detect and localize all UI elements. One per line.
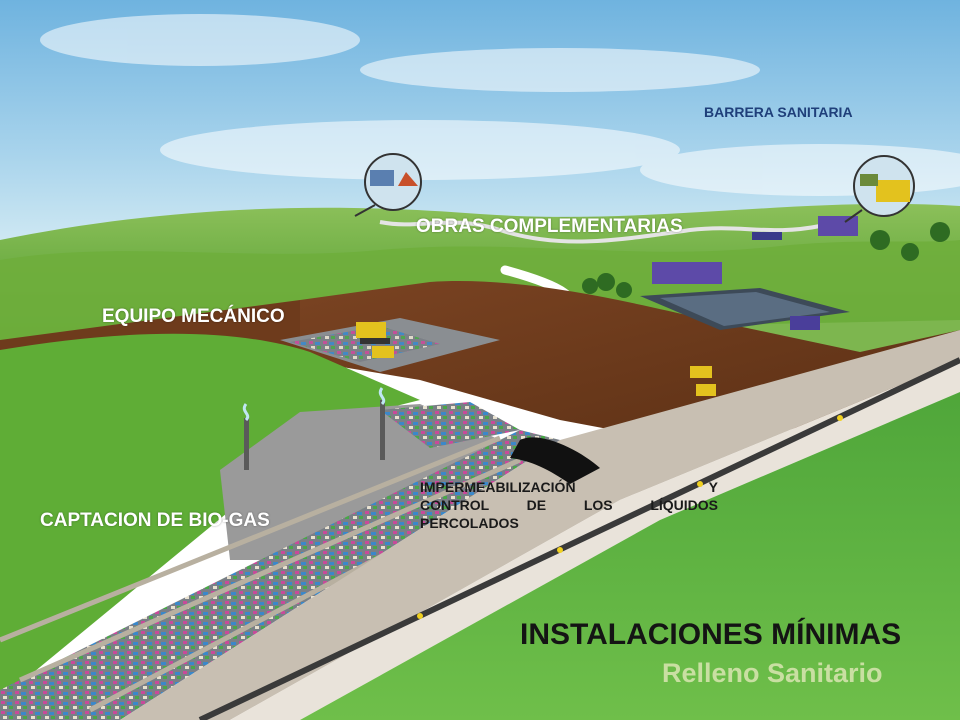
- label-obras-complementarias: OBRAS COMPLEMENTARIAS: [416, 216, 683, 237]
- drainage-pipe: [198, 357, 960, 720]
- label-imper-line-3: PERCOLADOS: [420, 515, 519, 531]
- title-main: INSTALACIONES MÍNIMAS: [520, 618, 902, 651]
- liner-trench: [120, 330, 960, 720]
- label-imper-line-2: CONTROL DE LOS LÍQUIDOS: [420, 497, 718, 513]
- winding-road: [379, 220, 821, 244]
- label-captacion-biogas: CAPTACION DE BIO-GAS: [40, 510, 270, 531]
- title-subtitle: Relleno Sanitario: [662, 658, 883, 688]
- building-icon: [652, 216, 858, 330]
- label-barrera-sanitaria: BARRERA SANITARIA: [704, 104, 853, 120]
- callout-barrier-icon: [844, 155, 915, 223]
- pipe-markers: [417, 415, 843, 619]
- biogas-vent-icon: [242, 387, 386, 470]
- leachate-outlet: [510, 437, 600, 484]
- grass-foreground-right: [300, 392, 960, 720]
- bulldozer-icon: [356, 322, 394, 358]
- label-equipo-mecanico: EQUIPO MECÁNICO: [102, 306, 285, 327]
- label-imper-word-b: Y: [708, 479, 718, 495]
- label-imper-word-a: IMPERMEABILIZACIÓN: [420, 479, 576, 495]
- trash-cell-top: [380, 402, 520, 448]
- pond-water: [660, 292, 830, 326]
- liner-band: [230, 360, 960, 720]
- callout-truck-icon: [354, 153, 422, 217]
- label-impermeabilizacion: IMPERMEABILIZACIÓN Y CONTROL DE LOS LÍQU…: [420, 478, 718, 532]
- loader-icon: [690, 366, 716, 396]
- truck-icon: [752, 232, 782, 240]
- label-imper-line-1: IMPERMEABILIZACIÓN Y: [420, 478, 718, 496]
